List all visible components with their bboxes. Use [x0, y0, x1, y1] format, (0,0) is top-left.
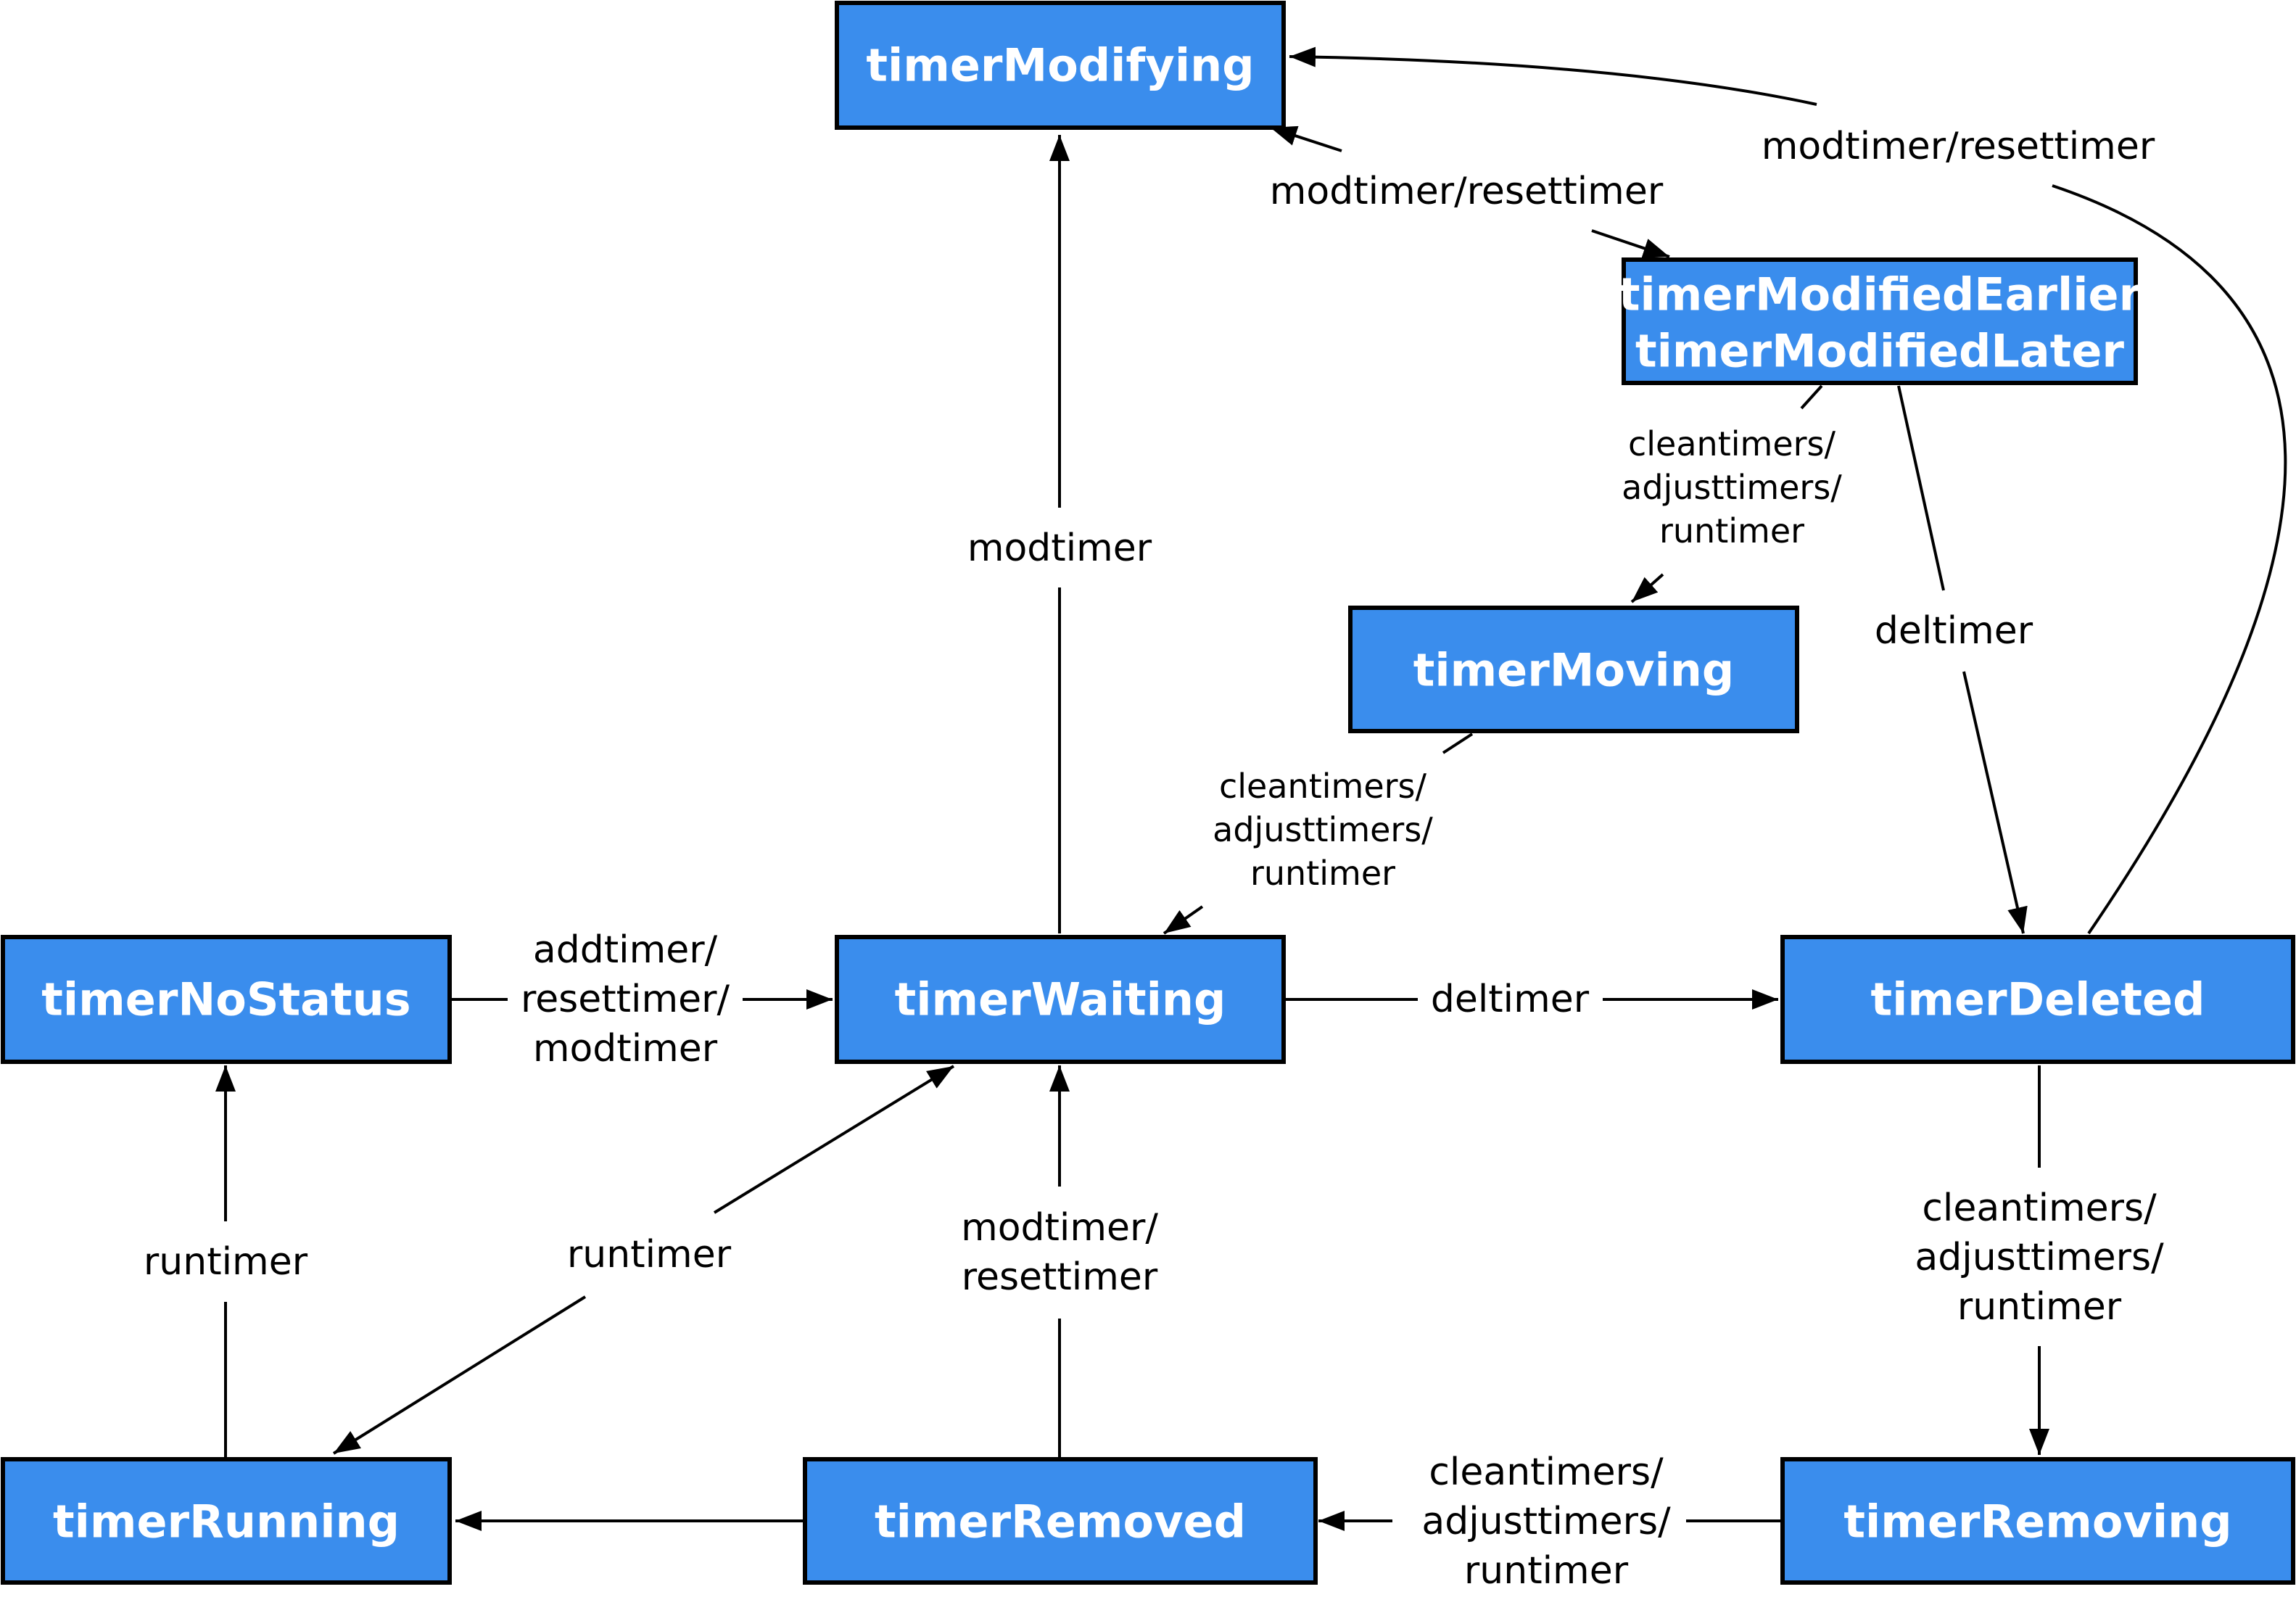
label-line: runtimer: [1659, 511, 1804, 550]
label-removing-to-removed: cleantimers/ adjusttimers/ runtimer: [1421, 1451, 1671, 1593]
state-timer-removing: timerRemoving: [1780, 1457, 2295, 1585]
state-label: timerRunning: [53, 1496, 400, 1548]
label-line: resettimer/: [521, 978, 730, 1021]
label-line: adjusttimers/: [1622, 468, 1842, 507]
edge-moving-to-waiting-top: [1442, 733, 1474, 754]
state-label: timerDeleted: [1870, 973, 2205, 1026]
label-removed-to-waiting: modtimer/ resettimer: [961, 1206, 1158, 1299]
label-line: addtimer/: [533, 928, 718, 972]
edge-moving-to-waiting: [1163, 905, 1204, 935]
edge-modified-to-deleted: [1962, 671, 2028, 934]
label-line: adjusttimers/: [1915, 1236, 2164, 1279]
label-line: runtimer: [567, 1233, 732, 1276]
label-nostatus-to-waiting: addtimer/ resettimer/ modtimer: [521, 928, 730, 1070]
state-label: timerNoStatus: [41, 973, 410, 1026]
transition-edges: [215, 57, 2287, 1531]
label-line: modtimer/: [961, 1206, 1158, 1250]
state-label: timerModifiedEarlier: [1619, 268, 2142, 321]
label-line: cleantimers/: [1922, 1187, 2157, 1230]
state-timer-removed: timerRemoved: [803, 1457, 1318, 1585]
label-waiting-to-deleted: deltimer: [1431, 978, 1590, 1021]
label-modified-to-moving: cleantimers/ adjusttimers/ runtimer: [1622, 424, 1842, 550]
state-timer-moving: timerMoving: [1348, 606, 1799, 733]
state-timer-running: timerRunning: [1, 1457, 452, 1585]
edge-modified-to-moving-top: [1800, 384, 1823, 410]
label-line: modtimer/resettimer: [1270, 170, 1664, 213]
label-deleted-to-removing: cleantimers/ adjusttimers/ runtimer: [1915, 1187, 2164, 1329]
label-line: modtimer: [533, 1027, 718, 1070]
label-line: adjusttimers/: [1421, 1500, 1671, 1543]
edge-modified-to-deleted-top: [1897, 385, 1945, 591]
edge-modifying-to-modified: [1591, 229, 1670, 258]
label-line: deltimer: [1875, 609, 2033, 653]
state-label: timerRemoved: [875, 1496, 1246, 1548]
label-modified-to-modifying: modtimer/resettimer: [1762, 125, 2155, 168]
state-label: timerModifying: [866, 39, 1254, 92]
label-line: modtimer/resettimer: [1762, 125, 2155, 168]
state-label: timerMoving: [1413, 644, 1735, 697]
state-timer-deleted: timerDeleted: [1780, 935, 2295, 1064]
label-line: deltimer: [1431, 978, 1590, 1021]
state-timer-no-status: timerNoStatus: [1, 935, 452, 1064]
label-line: runtimer: [144, 1240, 308, 1284]
label-line: resettimer: [962, 1255, 1158, 1299]
label-line: cleantimers/: [1628, 424, 1836, 463]
label-moving-to-waiting: cleantimers/ adjusttimers/ runtimer: [1213, 767, 1433, 893]
edge-running-to-waiting: [713, 1065, 955, 1214]
state-timer-modifying: timerModifying: [835, 1, 1286, 130]
label-line: cleantimers/: [1219, 767, 1427, 806]
label-modified-to-deleted: deltimer: [1875, 609, 2033, 653]
label-line: runtimer: [1250, 854, 1395, 893]
label-running-to-nostatus: runtimer: [144, 1240, 308, 1284]
transition-labels: modtimer/resettimer modtimer/resettimer …: [144, 125, 2164, 1593]
label-line: runtimer: [1957, 1285, 2122, 1329]
label-line: adjusttimers/: [1213, 810, 1433, 849]
label-running-waiting: runtimer: [567, 1233, 732, 1276]
edge-modified-to-modifying: [1270, 125, 1342, 152]
label-waiting-to-modifying: modtimer: [967, 527, 1152, 570]
state-label: timerModifiedLater: [1635, 325, 2124, 378]
label-line: modtimer: [967, 527, 1152, 570]
label-line: cleantimers/: [1429, 1451, 1664, 1494]
state-timer-modified-earlier-later: timerModifiedEarlier timerModifiedLater: [1619, 257, 2142, 385]
edge-waiting-to-running: [332, 1295, 587, 1455]
state-label: timerWaiting: [895, 973, 1226, 1026]
edge-modified-to-moving: [1630, 573, 1664, 603]
label-modifying-to-modified: modtimer/resettimer: [1270, 170, 1664, 213]
edge-deleted-to-modifying: [1289, 57, 2287, 935]
label-line: runtimer: [1464, 1549, 1629, 1593]
state-label: timerRemoving: [1843, 1496, 2231, 1548]
state-timer-waiting: timerWaiting: [835, 935, 1286, 1064]
